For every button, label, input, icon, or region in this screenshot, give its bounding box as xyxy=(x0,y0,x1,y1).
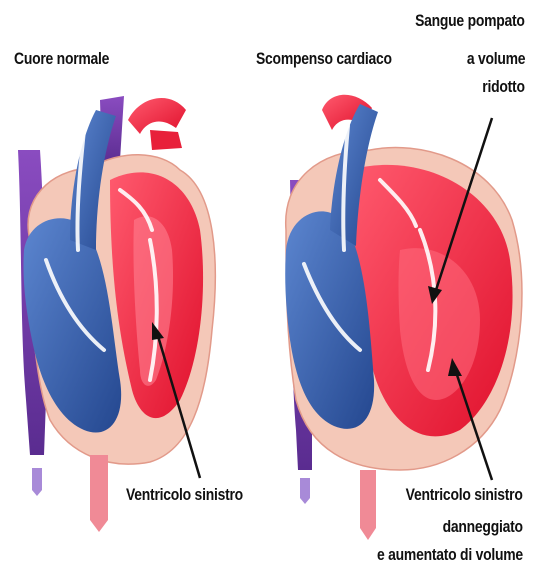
failing-ventricle-line-1: Ventricolo sinistro xyxy=(406,484,523,505)
failing-ventricle-line-3: e aumentato di volume xyxy=(377,544,523,565)
normal-heart-title: Cuore normale xyxy=(14,48,109,69)
failing-heart-illustration xyxy=(285,95,522,540)
callout-top-line-1: Sangue pompato xyxy=(415,10,525,31)
callout-top-line-3: ridotto xyxy=(483,76,525,97)
inferior-vena-cava-failing xyxy=(300,478,310,504)
normal-heart-illustration xyxy=(18,96,215,532)
aortic-arch xyxy=(128,98,186,134)
inferior-vena-cava xyxy=(32,468,42,496)
aorta-branch xyxy=(150,130,182,150)
callout-top-line-2: a volume xyxy=(467,48,525,69)
descending-aorta xyxy=(90,455,108,532)
normal-ventricle-label: Ventricolo sinistro xyxy=(126,484,243,505)
heart-failure-title: Scompenso cardiaco xyxy=(256,48,392,69)
failing-ventricle-line-2: danneggiato xyxy=(443,516,523,537)
descending-aorta-failing xyxy=(360,470,376,540)
